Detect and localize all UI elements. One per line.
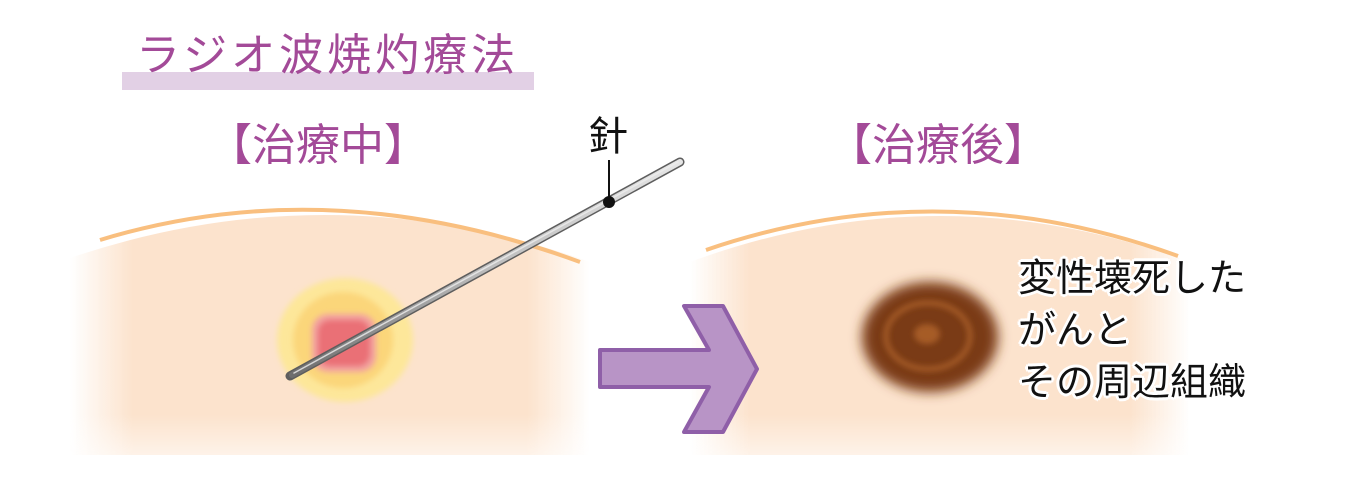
annotation-line-3: その周辺組織 [1018,360,1247,404]
label-after-treatment: 【治療後】 [828,120,1048,171]
necrotic-lesion [862,282,998,392]
needle-pointer-dot [603,196,615,208]
label-during-treatment: 【治療中】 [208,120,428,171]
page-title: ラジオ波焼灼療法 [136,30,520,81]
needle [285,157,685,381]
annotation-line-1: 変性壊死した [1018,256,1247,300]
needle-label: 針 [588,114,628,160]
title-underline [122,72,534,90]
necrosis-annotation: 変性壊死した がんと その周辺組織 [1018,252,1246,408]
arrow-right-icon [598,304,759,434]
annotation-line-2: がんと [1018,308,1133,352]
ablation-zone [277,278,413,402]
